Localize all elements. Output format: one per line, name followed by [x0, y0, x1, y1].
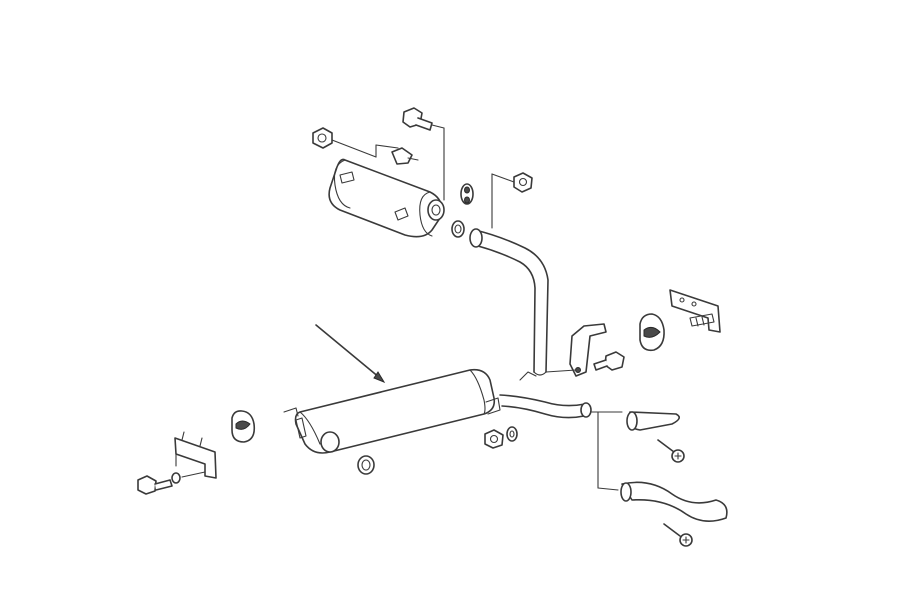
mid-bracket — [545, 323, 607, 377]
front-nut-right — [491, 172, 533, 229]
rear-left-bolt — [137, 471, 206, 495]
front-bolt-top — [402, 107, 445, 201]
tail-trim-upper — [591, 411, 680, 431]
rear-right-bracket — [669, 289, 721, 333]
tail-screw-lower — [663, 523, 693, 547]
pointer-arrow — [315, 324, 386, 384]
rear-left-rubber-hanger — [231, 410, 256, 443]
tail-trim-lower — [597, 411, 728, 522]
rear-left-bracket — [174, 431, 217, 479]
mid-nut — [484, 426, 518, 449]
tail-screw-upper — [657, 439, 685, 463]
front-muffler — [328, 158, 445, 238]
front-rubber-hanger — [460, 183, 474, 205]
front-bolt-mid — [375, 144, 419, 165]
rear-muffler — [283, 368, 537, 454]
intermediate-pipe — [469, 228, 549, 376]
mid-bolt — [593, 351, 625, 371]
tail-pipe — [499, 394, 592, 419]
rear-right-rubber-hanger — [639, 313, 665, 352]
front-nut-left — [312, 127, 377, 158]
rear-gasket-bottom — [357, 455, 375, 475]
front-gasket — [451, 220, 465, 238]
